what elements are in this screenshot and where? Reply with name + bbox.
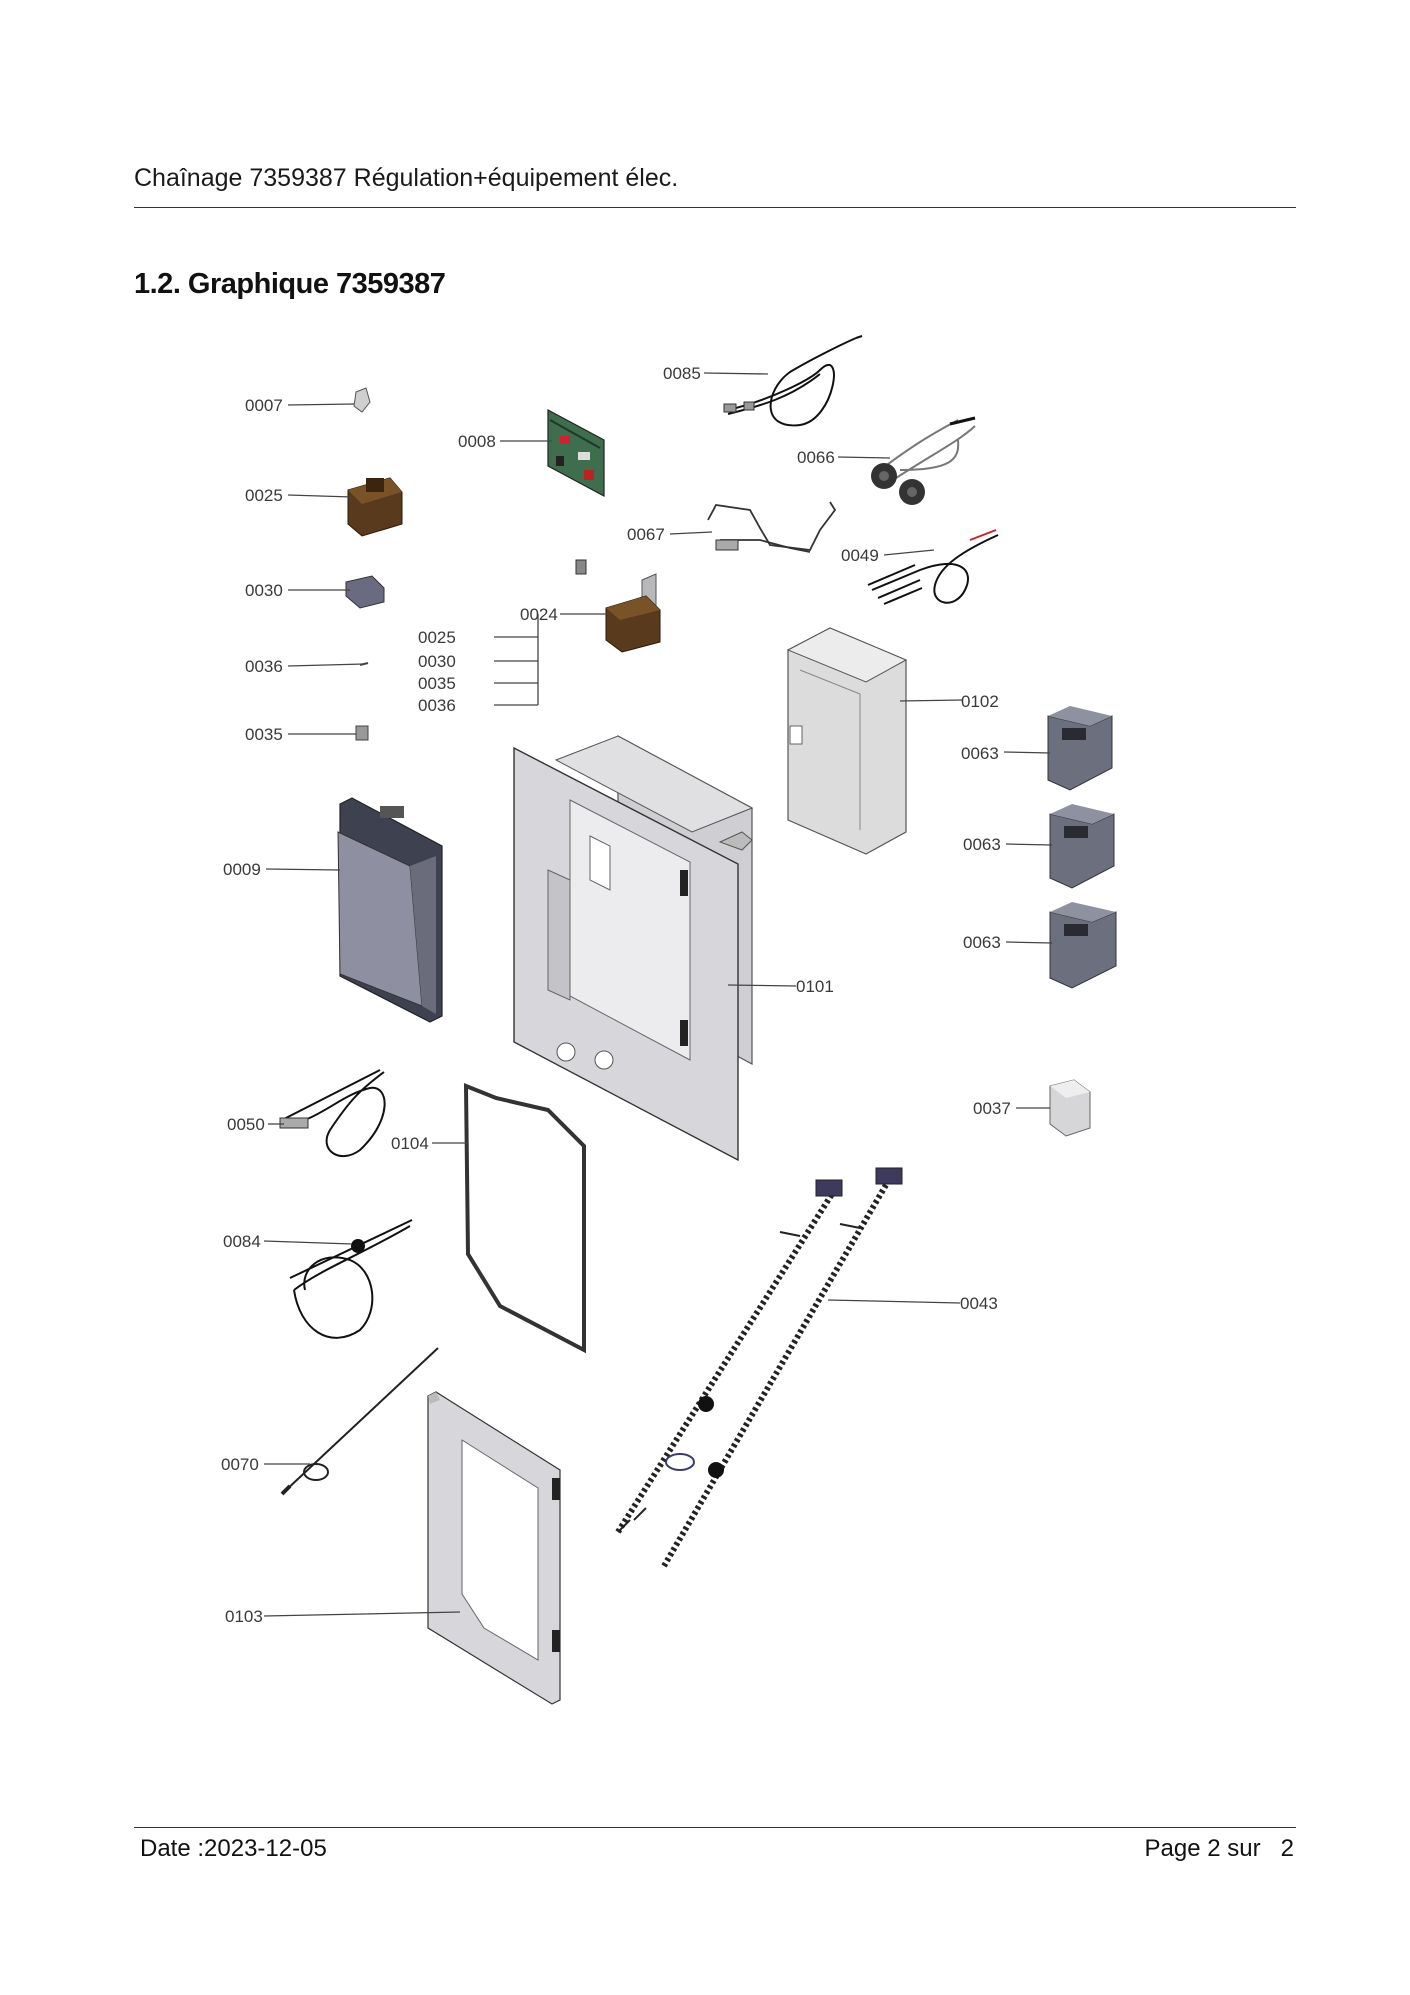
callout-0101: 0101 [796, 977, 834, 996]
callout-0043: 0043 [960, 1294, 998, 1313]
part-0050-cable [279, 1069, 386, 1157]
part-small-clip [575, 559, 587, 575]
part-0007-clip [353, 387, 371, 413]
callout-0036-group: 0036 [418, 696, 456, 715]
callout-0007: 0007 [245, 396, 283, 415]
leader-lines [263, 372, 1053, 1617]
callout-0035-group: 0035 [418, 674, 456, 693]
part-0063-terminal-block-3 [1049, 902, 1117, 989]
part-0084-cable [289, 1219, 413, 1339]
part-0035-connector [355, 725, 369, 741]
callout-labels: 0007 0008 0085 0066 0025 0067 0049 0030 … [221, 364, 1011, 1626]
footer-page-number: Page 2 sur 2 [1145, 1835, 1294, 1863]
part-0049-cable [867, 529, 999, 605]
footer-page-total: 2 [1280, 1835, 1294, 1862]
header-divider [134, 207, 1296, 208]
part-0067-wiring [707, 501, 837, 553]
part-0030-connector [345, 575, 385, 609]
part-0063-terminal-block-2 [1049, 804, 1115, 889]
part-0102-tray [786, 627, 908, 855]
callout-0035: 0035 [245, 725, 283, 744]
callout-0024: 0024 [520, 605, 558, 624]
callout-0084: 0084 [223, 1232, 261, 1251]
header-title: Chaînage 7359387 Régulation+équipement é… [134, 164, 679, 192]
callout-0050: 0050 [227, 1115, 265, 1134]
part-0037-module [1049, 1079, 1091, 1137]
part-0085-cable [723, 335, 863, 427]
callout-0103: 0103 [225, 1607, 263, 1626]
footer-date: Date :2023-12-05 [140, 1835, 327, 1862]
callout-0030: 0030 [245, 581, 283, 600]
callout-0063-3: 0063 [963, 933, 1001, 952]
part-0009-display-housing [337, 797, 443, 1023]
part-0043-harness [615, 1167, 903, 1568]
callout-0037: 0037 [973, 1099, 1011, 1118]
footer-divider [134, 1827, 1296, 1828]
callout-0067: 0067 [627, 525, 665, 544]
callout-0066: 0066 [797, 448, 835, 467]
callout-0085: 0085 [663, 364, 701, 383]
callout-0063-1: 0063 [961, 744, 999, 763]
callout-0030-group: 0030 [418, 652, 456, 671]
callout-0036: 0036 [245, 657, 283, 676]
part-0025-transformer [347, 477, 403, 537]
callout-0102: 0102 [961, 692, 999, 711]
part-0066-cable-assembly [871, 416, 976, 505]
part-0008-circuit-board [547, 408, 605, 498]
callout-0025: 0025 [245, 486, 283, 505]
part-0101-main-housing [513, 734, 754, 1162]
callout-0104: 0104 [391, 1134, 429, 1153]
section-title: 1.2. Graphique 7359387 [134, 268, 446, 300]
callout-0025-group: 0025 [418, 628, 456, 647]
callout-0009: 0009 [223, 860, 261, 879]
part-0103-front-panel [427, 1391, 561, 1705]
callout-0049: 0049 [841, 546, 879, 565]
callout-0008: 0008 [458, 432, 496, 451]
part-0063-terminal-block-1 [1047, 706, 1113, 791]
part-0104-gasket [463, 1083, 586, 1354]
callout-0063-2: 0063 [963, 835, 1001, 854]
part-0070-probe [280, 1347, 439, 1496]
footer-page-label: Page 2 sur [1144, 1835, 1261, 1862]
part-0024-transformer [605, 573, 661, 653]
callout-0070: 0070 [221, 1455, 259, 1474]
